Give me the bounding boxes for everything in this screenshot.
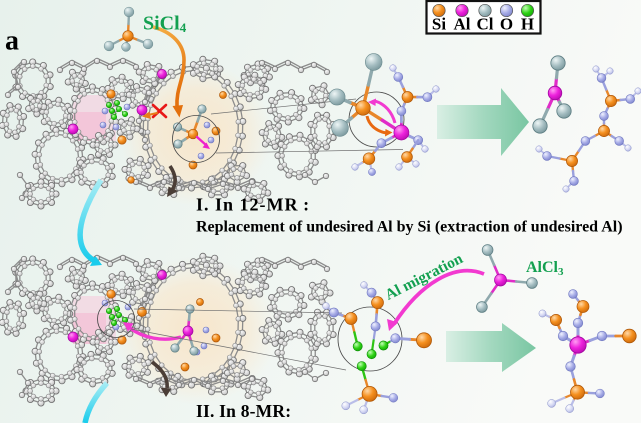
svg-text:Replacement of undesired Al by: Replacement of undesired Al by Si (extra…	[196, 219, 623, 236]
svg-text:I. In 12-MR :: I. In 12-MR :	[196, 195, 310, 215]
svg-text:Al: Al	[454, 15, 471, 34]
svg-text:Si: Si	[432, 15, 446, 34]
svg-text:SiCl4: SiCl4	[143, 13, 187, 36]
svg-text:O: O	[500, 15, 513, 34]
svg-text:Cl: Cl	[477, 15, 494, 34]
svg-text:II. In 8-MR:: II. In 8-MR:	[196, 401, 291, 421]
svg-text:a: a	[5, 26, 19, 57]
svg-text:AlCl3: AlCl3	[526, 259, 564, 278]
svg-text:H: H	[521, 15, 534, 34]
